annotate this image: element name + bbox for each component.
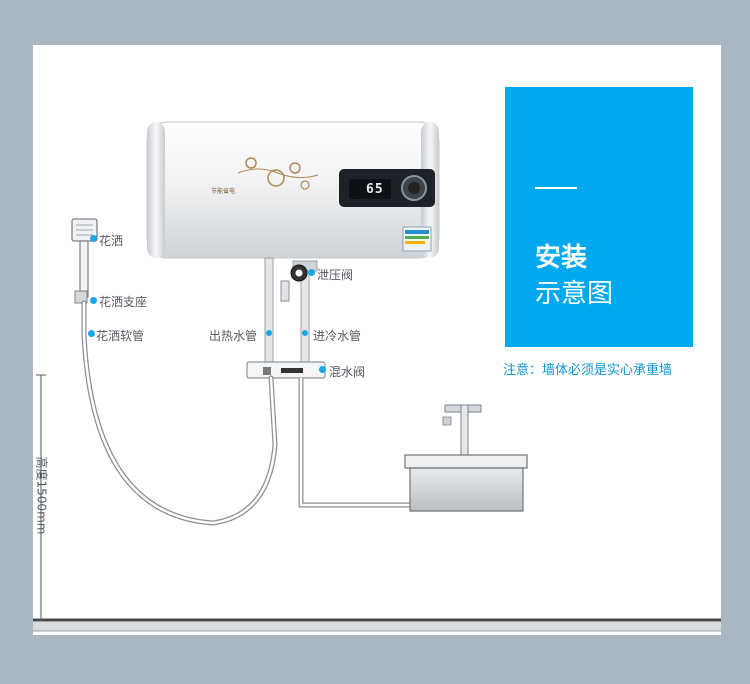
label-shower-hose: 花洒软管: [96, 329, 145, 343]
title-card: 安装 示意图: [505, 87, 693, 347]
cold-water-line: [298, 378, 411, 508]
height-dimension-line: [36, 374, 46, 621]
label-shower-head: 花洒: [99, 234, 124, 248]
title-divider: [535, 187, 577, 189]
shower-head-marker: [90, 235, 97, 242]
shower-holder-marker: [90, 297, 97, 304]
shower-head: [71, 218, 98, 298]
relief-valve: [280, 264, 308, 302]
height-label-wrapper: 高度1500mm: [32, 457, 49, 535]
mixing-valve: [246, 361, 326, 379]
shower-hose-marker: [88, 330, 95, 337]
relief-valve-marker: [308, 269, 315, 276]
label-relief-valve: 泄压阀: [317, 268, 354, 282]
label-cold-pipe: 进冷水管: [313, 329, 362, 343]
installation-diagram-canvas: 65 节能省电 花洒 花洒支座 花洒软管 出热水管 进冷水管 泄压阀 混水阀 高…: [33, 45, 721, 635]
sink: [404, 404, 528, 512]
floor: [33, 618, 721, 632]
title-main: 安装: [535, 243, 588, 273]
brand-text: 节能省电: [211, 188, 236, 195]
title-sub: 示意图: [535, 279, 614, 309]
wall-note: 注意：墙体必须是实心承重墙: [503, 363, 673, 378]
water-heater-tank: [146, 121, 440, 259]
temperature-display: 65: [366, 182, 384, 197]
label-hot-pipe: 出热水管: [209, 329, 258, 343]
flower-decoration: [237, 157, 319, 190]
label-mixing-valve: 混水阀: [329, 365, 366, 379]
diagram-drawing: [33, 121, 721, 632]
mixing-valve-marker: [319, 366, 326, 373]
height-label: 高度1500mm: [34, 456, 49, 535]
label-shower-holder: 花洒支座: [99, 295, 148, 309]
shower-holder: [74, 290, 88, 304]
